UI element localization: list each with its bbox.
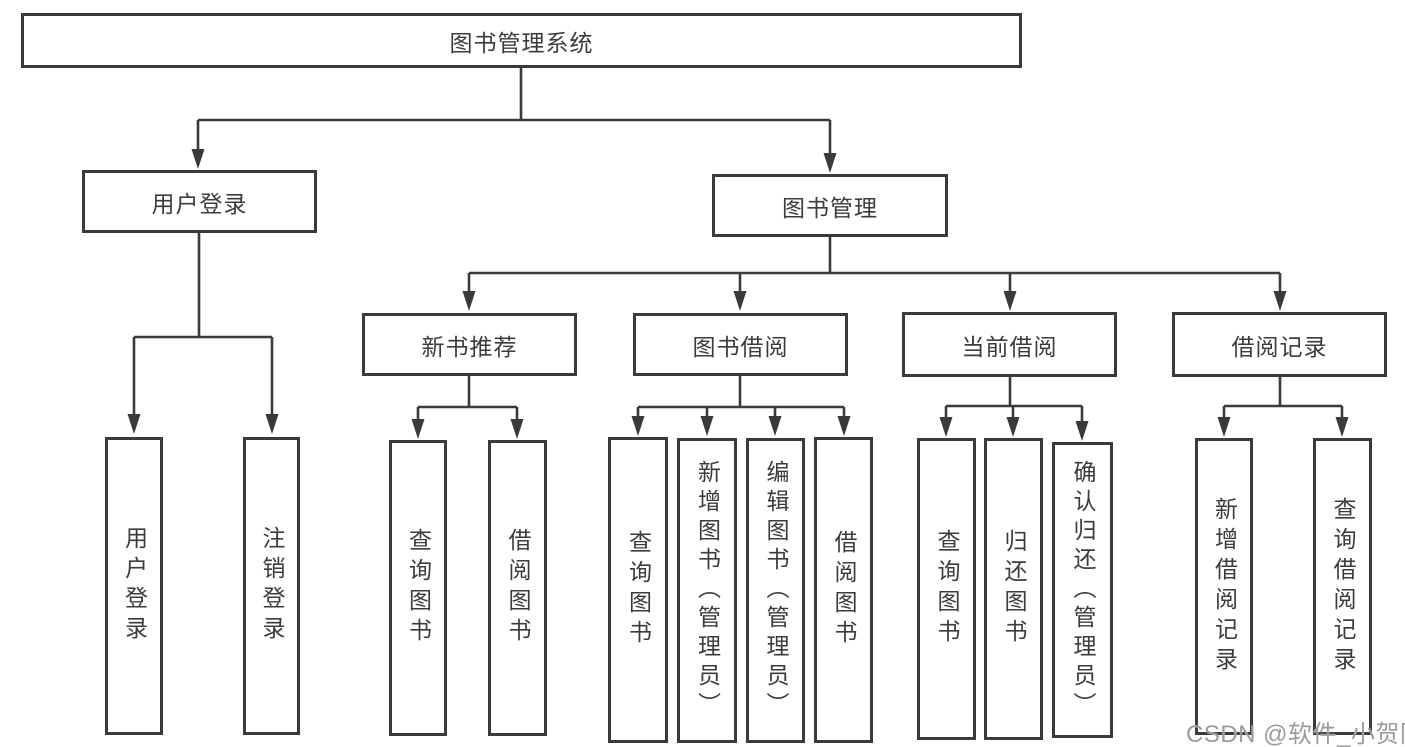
leaf-query-books-1-label: 查询图书 xyxy=(405,528,432,648)
arrowhead xyxy=(1003,291,1017,311)
node-book-management: 图书管理 xyxy=(712,174,948,237)
node-book-management-label: 图书管理 xyxy=(782,194,878,221)
arrowhead xyxy=(939,417,953,437)
leaf-query-borrow-record: 查询借阅记录 xyxy=(1313,438,1372,735)
edges-book-borrow xyxy=(631,376,851,436)
node-new-book-recommend-label: 新书推荐 xyxy=(421,333,518,360)
leaf-query-books-3: 查询图书 xyxy=(917,438,976,740)
leaf-confirm-return-admin-label: 确认归还（管理员） xyxy=(1070,459,1096,721)
connector-segment xyxy=(467,237,1282,293)
leaf-confirm-return-admin: 确认归还（管理员） xyxy=(1052,442,1113,738)
leaf-add-books-admin-label: 新增图书（管理员） xyxy=(694,460,721,721)
node-book-borrow-label: 图书借阅 xyxy=(692,333,789,360)
node-user-login: 用户登录 xyxy=(82,170,317,233)
leaf-add-borrow-record: 新增借阅记录 xyxy=(1195,438,1253,735)
arrowhead xyxy=(631,416,645,436)
leaf-query-books-1: 查询图书 xyxy=(389,440,447,736)
edges-root xyxy=(191,68,837,173)
connector-segment xyxy=(416,376,519,421)
connector-segment xyxy=(636,376,846,418)
arrowhead xyxy=(700,416,714,436)
csdn-watermark: CSDN @软件_小贺同学 xyxy=(1186,721,1405,747)
leaf-edit-books-admin: 编辑图书（管理员） xyxy=(746,438,805,743)
arrowhead xyxy=(510,419,524,439)
leaf-user-login-label: 用户登录 xyxy=(121,526,148,646)
leaf-borrow-books-2: 借阅图书 xyxy=(814,437,873,743)
arrowhead xyxy=(127,414,141,434)
node-current-borrow-label: 当前借阅 xyxy=(961,333,1058,360)
leaf-borrow-books-2-label: 借阅图书 xyxy=(831,530,857,650)
edges-book-management xyxy=(462,237,1287,311)
leaf-query-books-2-label: 查询图书 xyxy=(625,530,652,650)
leaf-query-borrow-record-label: 查询借阅记录 xyxy=(1330,496,1356,677)
edges-current-borrow xyxy=(939,377,1089,441)
leaf-return-books: 归还图书 xyxy=(984,438,1043,740)
edges-new-book-recommend xyxy=(411,376,524,439)
node-book-borrow: 图书借阅 xyxy=(633,313,848,376)
leaf-query-books-3-label: 查询图书 xyxy=(934,529,960,649)
node-user-login-label: 用户登录 xyxy=(151,190,248,217)
arrowhead xyxy=(191,149,205,169)
connector-segment xyxy=(196,68,832,155)
leaf-logout: 注销登录 xyxy=(243,437,300,735)
node-current-borrow: 当前借阅 xyxy=(902,312,1117,377)
edges-user-login xyxy=(127,233,279,434)
arrowhead xyxy=(265,414,279,434)
arrowhead xyxy=(837,416,851,436)
leaf-query-books-2: 查询图书 xyxy=(608,437,668,743)
arrowhead xyxy=(1273,291,1287,311)
leaf-add-borrow-record-label: 新增借阅记录 xyxy=(1211,496,1238,677)
connector-segment xyxy=(944,377,1084,422)
arrowhead xyxy=(411,419,425,439)
connector-segment xyxy=(132,233,274,416)
leaf-borrow-books-1: 借阅图书 xyxy=(488,440,547,736)
arrowhead xyxy=(768,416,782,436)
node-new-book-recommend: 新书推荐 xyxy=(362,313,577,376)
node-borrow-records: 借阅记录 xyxy=(1172,312,1387,377)
leaf-add-books-admin: 新增图书（管理员） xyxy=(677,438,737,743)
arrowhead xyxy=(823,153,837,173)
connector-segment xyxy=(1222,377,1344,418)
edges-borrow-records xyxy=(1217,377,1349,437)
leaf-edit-books-admin-label: 编辑图书（管理员） xyxy=(763,460,789,721)
node-root: 图书管理系统 xyxy=(21,13,1022,68)
node-borrow-records-label: 借阅记录 xyxy=(1231,333,1328,360)
arrowhead xyxy=(1217,417,1231,437)
arrowhead xyxy=(1075,421,1089,441)
arrowhead xyxy=(462,291,476,311)
arrowhead xyxy=(1006,417,1020,437)
arrowhead xyxy=(1335,417,1349,437)
leaf-return-books-label: 归还图书 xyxy=(1001,529,1027,649)
leaf-borrow-books-1-label: 借阅图书 xyxy=(505,528,531,648)
leaf-logout-label: 注销登录 xyxy=(259,526,285,646)
arrowhead xyxy=(733,291,747,311)
node-root-label: 图书管理系统 xyxy=(449,29,594,56)
leaf-user-login: 用户登录 xyxy=(105,437,163,735)
